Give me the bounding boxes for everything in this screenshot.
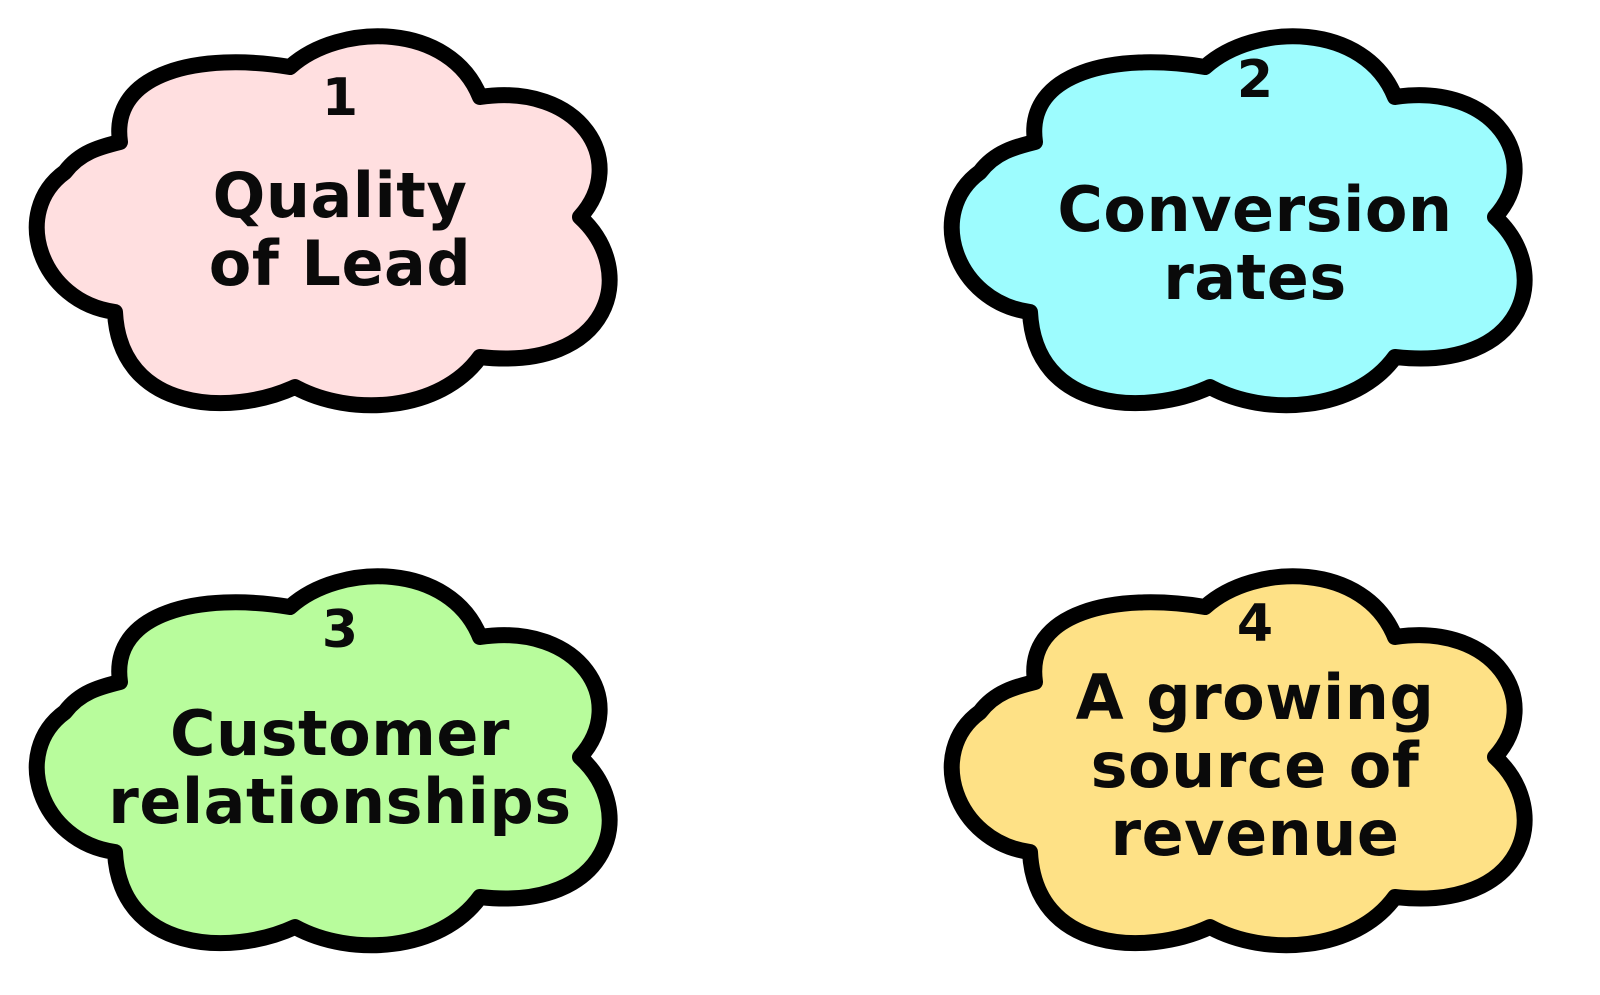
cloud-2-shape [943,28,1533,414]
cloud-2-label: Conversion rates [1057,173,1453,314]
cloud-2-number: 2 [1236,50,1274,110]
cloud-1: 1 Quality of Lead [20,12,660,442]
cloud-4-label: A growing source of revenue [1075,661,1435,870]
cloud-4-shape [943,568,1533,954]
cloud-1-number: 1 [321,68,359,128]
cloud-3-shape [28,568,618,954]
cloud-3-number: 3 [321,600,359,660]
cloud-3-label: Customer relationships [108,697,572,838]
cloud-4: 4 A growing source of revenue [935,552,1575,982]
cloud-3: 3 Customer relationships [20,552,660,982]
cloud-1-shape [28,28,618,414]
cloud-4-number: 4 [1236,594,1274,654]
cloud-2: 2 Conversion rates [935,12,1575,442]
cloud-1-label: Quality of Lead [208,159,472,300]
